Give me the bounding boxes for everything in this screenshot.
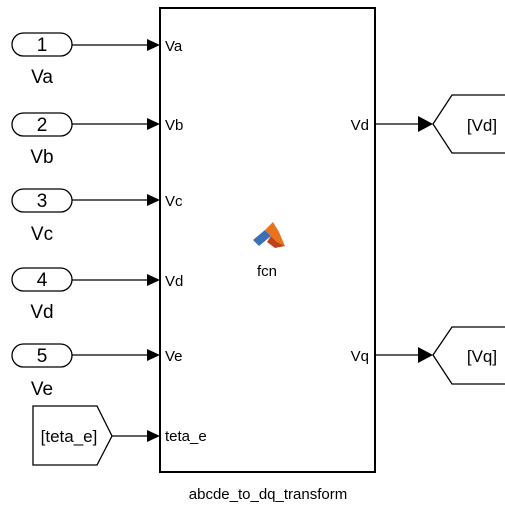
inport-name: Vc: [31, 224, 53, 245]
inport-3[interactable]: 3: [11, 188, 73, 213]
inport-number: 1: [37, 35, 48, 56]
goto-tag-label: [Vd]: [467, 116, 497, 135]
goto-tag-vd[interactable]: [Vd]: [432, 94, 505, 154]
block-input-label: Vb: [165, 117, 183, 134]
block-caption: abcde_to_dq_transform: [189, 486, 347, 503]
inport-number: 5: [37, 346, 48, 367]
block-input-label: Vc: [165, 193, 183, 210]
inport-number: 3: [37, 191, 48, 212]
goto-tag-vq[interactable]: [Vq]: [432, 326, 505, 385]
matlab-logo-icon: [253, 222, 285, 248]
from-tag-label: [teta_e]: [41, 427, 98, 446]
arrowhead-icon: [147, 274, 160, 286]
inport-name: Va: [31, 67, 53, 88]
inport-name: Ve: [31, 379, 53, 400]
block-input-label: Va: [165, 38, 183, 55]
arrowhead-icon: [147, 349, 160, 361]
block-input-label: Ve: [165, 348, 183, 365]
block-output-label: Vq: [351, 348, 369, 365]
goto-tag-label: [Vq]: [467, 347, 497, 366]
function-label: fcn: [257, 263, 277, 280]
inport-number: 4: [37, 270, 48, 291]
block-input-label: Vd: [165, 273, 183, 290]
arrowhead-icon: [147, 194, 160, 206]
inport-name: Vb: [30, 147, 53, 168]
inport-4[interactable]: 4: [11, 267, 73, 292]
block-output-label: Vd: [351, 117, 369, 134]
inport-5[interactable]: 5: [11, 343, 73, 368]
arrowhead-icon: [147, 118, 160, 130]
inport-number: 2: [37, 115, 48, 136]
arrowhead-icon: [147, 430, 160, 442]
arrowhead-icon: [418, 116, 433, 132]
from-tag-teta-e[interactable]: [teta_e]: [32, 405, 113, 466]
inport-name: Vd: [30, 302, 53, 323]
arrowhead-icon: [418, 347, 433, 363]
arrowhead-icon: [147, 39, 160, 51]
block-input-label: teta_e: [165, 428, 207, 445]
matlab-function-block[interactable]: [159, 7, 376, 473]
inport-2[interactable]: 2: [11, 112, 73, 137]
inport-1[interactable]: 1: [11, 32, 73, 57]
